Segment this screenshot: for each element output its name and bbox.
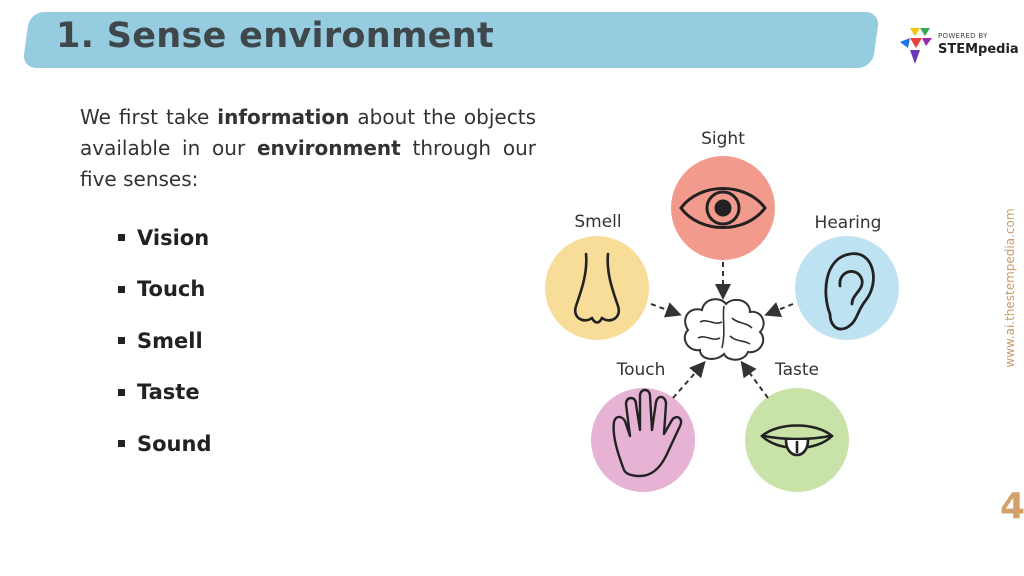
ear-icon bbox=[824, 252, 875, 331]
page-title: 1. Sense environment bbox=[56, 16, 494, 56]
intro-text: about the objects available in our bbox=[80, 105, 536, 160]
arrow-taste bbox=[740, 360, 769, 399]
bullet-icon bbox=[118, 337, 125, 345]
hearing-circle bbox=[795, 236, 899, 340]
hand-icon bbox=[612, 388, 683, 478]
intro-text: We first take bbox=[80, 105, 218, 129]
taste-label: Taste bbox=[774, 360, 819, 380]
arrows bbox=[650, 262, 794, 399]
list-item: Sound bbox=[118, 418, 211, 470]
intro-bold-environment: environment bbox=[256, 136, 401, 160]
eye-icon bbox=[679, 187, 767, 229]
mouth-icon bbox=[760, 424, 834, 457]
side-url: www.ai.thestempedia.com bbox=[1003, 208, 1017, 368]
list-item: Touch bbox=[118, 264, 211, 316]
arrow-smell bbox=[650, 302, 682, 318]
stempedia-logo-mark-icon bbox=[900, 28, 932, 64]
smell-circle bbox=[545, 236, 649, 340]
bullet-icon bbox=[118, 234, 125, 242]
intro-bold-information: information bbox=[217, 105, 350, 129]
list-item: Smell bbox=[118, 315, 211, 367]
five-senses-diagram: Sight Smell Hearing Touch Taste bbox=[545, 129, 899, 492]
bullet-icon bbox=[118, 388, 125, 396]
logo-brand: STEMpedia bbox=[938, 42, 1019, 57]
hearing-label: Hearing bbox=[815, 213, 882, 233]
list-item-label: Taste bbox=[137, 380, 200, 405]
intro-paragraph: We first take information about the obje… bbox=[80, 102, 536, 195]
senses-list: Vision Touch Smell Taste Sound bbox=[118, 212, 211, 470]
sight-label: Sight bbox=[701, 129, 745, 149]
list-item-label: Vision bbox=[137, 225, 210, 250]
list-item-label: Touch bbox=[137, 277, 206, 302]
smell-label: Smell bbox=[574, 212, 621, 232]
list-item: Taste bbox=[118, 367, 211, 419]
brain-icon bbox=[683, 298, 765, 361]
arrow-touch bbox=[672, 361, 706, 399]
stempedia-logo: POWERED BY STEMpedia bbox=[896, 24, 1019, 68]
list-item-label: Sound bbox=[137, 431, 212, 456]
bullet-icon bbox=[118, 285, 125, 293]
arrow-hearing bbox=[764, 302, 794, 317]
nose-icon bbox=[573, 252, 621, 324]
intro-text: through our five senses: bbox=[80, 136, 537, 191]
page-number: 4 bbox=[1000, 486, 1024, 527]
bullet-icon bbox=[118, 440, 125, 448]
logo-powered-by: POWERED BY bbox=[938, 32, 988, 40]
touch-circle bbox=[591, 388, 695, 492]
touch-label: Touch bbox=[616, 360, 666, 380]
list-item-label: Smell bbox=[137, 328, 203, 353]
list-item: Vision bbox=[118, 212, 211, 264]
